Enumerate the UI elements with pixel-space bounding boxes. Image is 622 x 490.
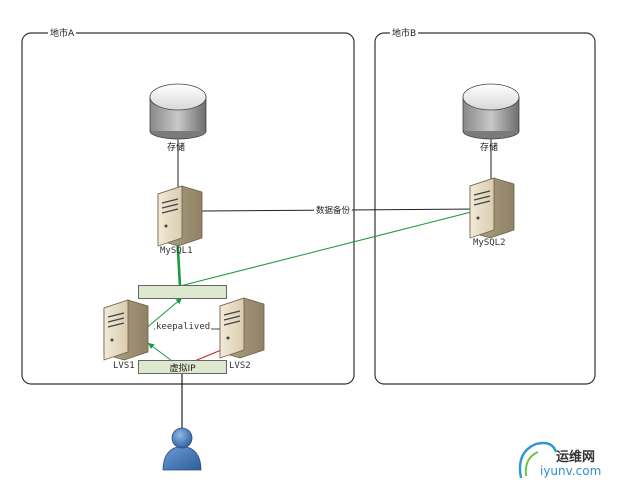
lvs1-to-upper-vip-line (143, 297, 183, 331)
lvs2-label: LVS2 (229, 361, 251, 371)
storage-b-label: 存储 (480, 143, 499, 153)
vip-label: 虚拟IP (169, 363, 196, 374)
region-a-frame (21, 32, 355, 385)
lvs1-server-icon (103, 299, 149, 361)
lvs1-label: LVS1 (113, 361, 135, 371)
lvs2-server-icon (219, 297, 265, 359)
mysql1-server-icon (157, 185, 203, 247)
watermark-domain-text: iyunv.com (540, 464, 602, 478)
region-a-label: 地市A (48, 26, 77, 39)
mysql1-label: MySQL1 (160, 246, 193, 256)
region-b-label: 地市B (390, 26, 419, 39)
backup-label: 数据备份 (314, 204, 353, 216)
vip-to-mysql2-line (179, 207, 488, 287)
storage-b-icon (462, 83, 520, 140)
keepalived-label: keepalived (155, 322, 212, 332)
storage-a-icon (149, 83, 207, 140)
mysql2-label: MySQL2 (473, 238, 506, 248)
vip-bar: 虚拟IP (138, 360, 227, 374)
watermark-cn-text: 运维网 (556, 450, 596, 465)
mysql2-server-icon (469, 177, 515, 239)
user-icon (162, 427, 202, 471)
watermark-logo-icon (518, 441, 558, 479)
region-b-frame (374, 32, 596, 385)
storage-a-label: 存储 (167, 143, 186, 153)
upper-vip-bar (138, 285, 227, 299)
